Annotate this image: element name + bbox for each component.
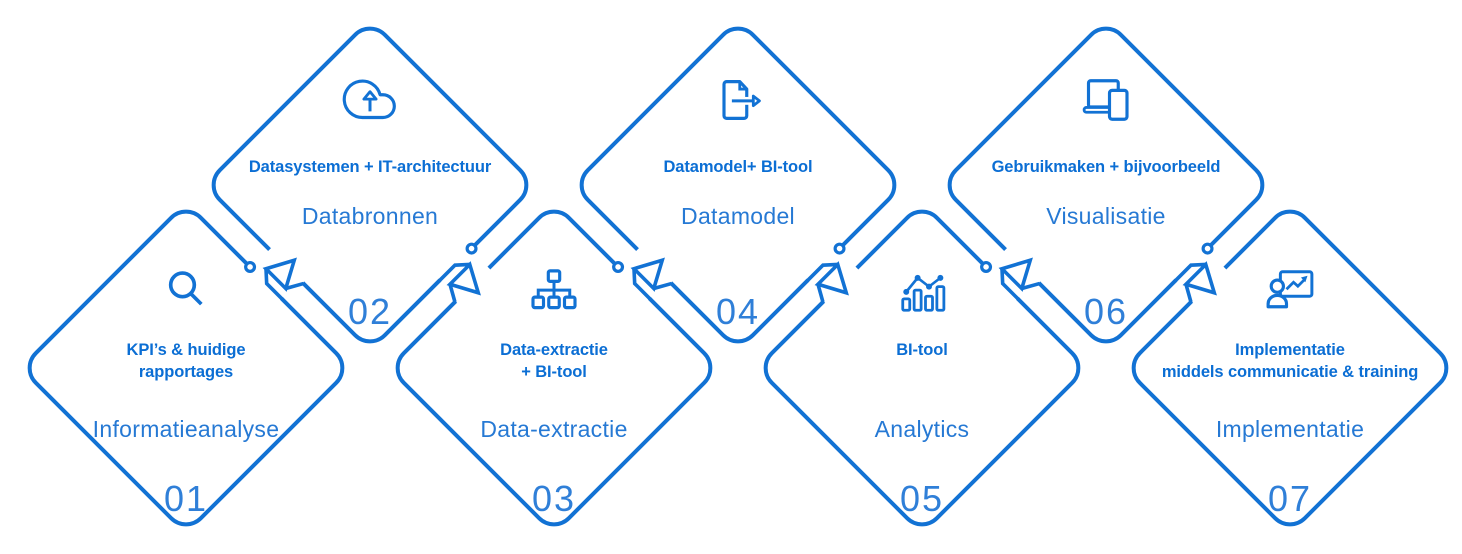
diamond-outline-3 (395, 209, 713, 527)
diamond-outline-6 (947, 26, 1265, 344)
connector-arrow-3-4 (608, 236, 681, 309)
connector-arrow-4-5 (797, 238, 870, 311)
diamond-outline-1 (27, 209, 345, 527)
connector-arrow-1-2 (240, 236, 313, 309)
diamond-outline-5 (763, 209, 1081, 527)
diamond-outline-7 (1131, 209, 1449, 527)
diamond-outline-2 (211, 26, 529, 344)
connector-arrow-5-6 (976, 236, 1049, 309)
connector-arrow-2-3 (429, 238, 502, 311)
diamond-outline-4 (579, 26, 897, 344)
connector-arrow-6-7 (1165, 238, 1238, 311)
